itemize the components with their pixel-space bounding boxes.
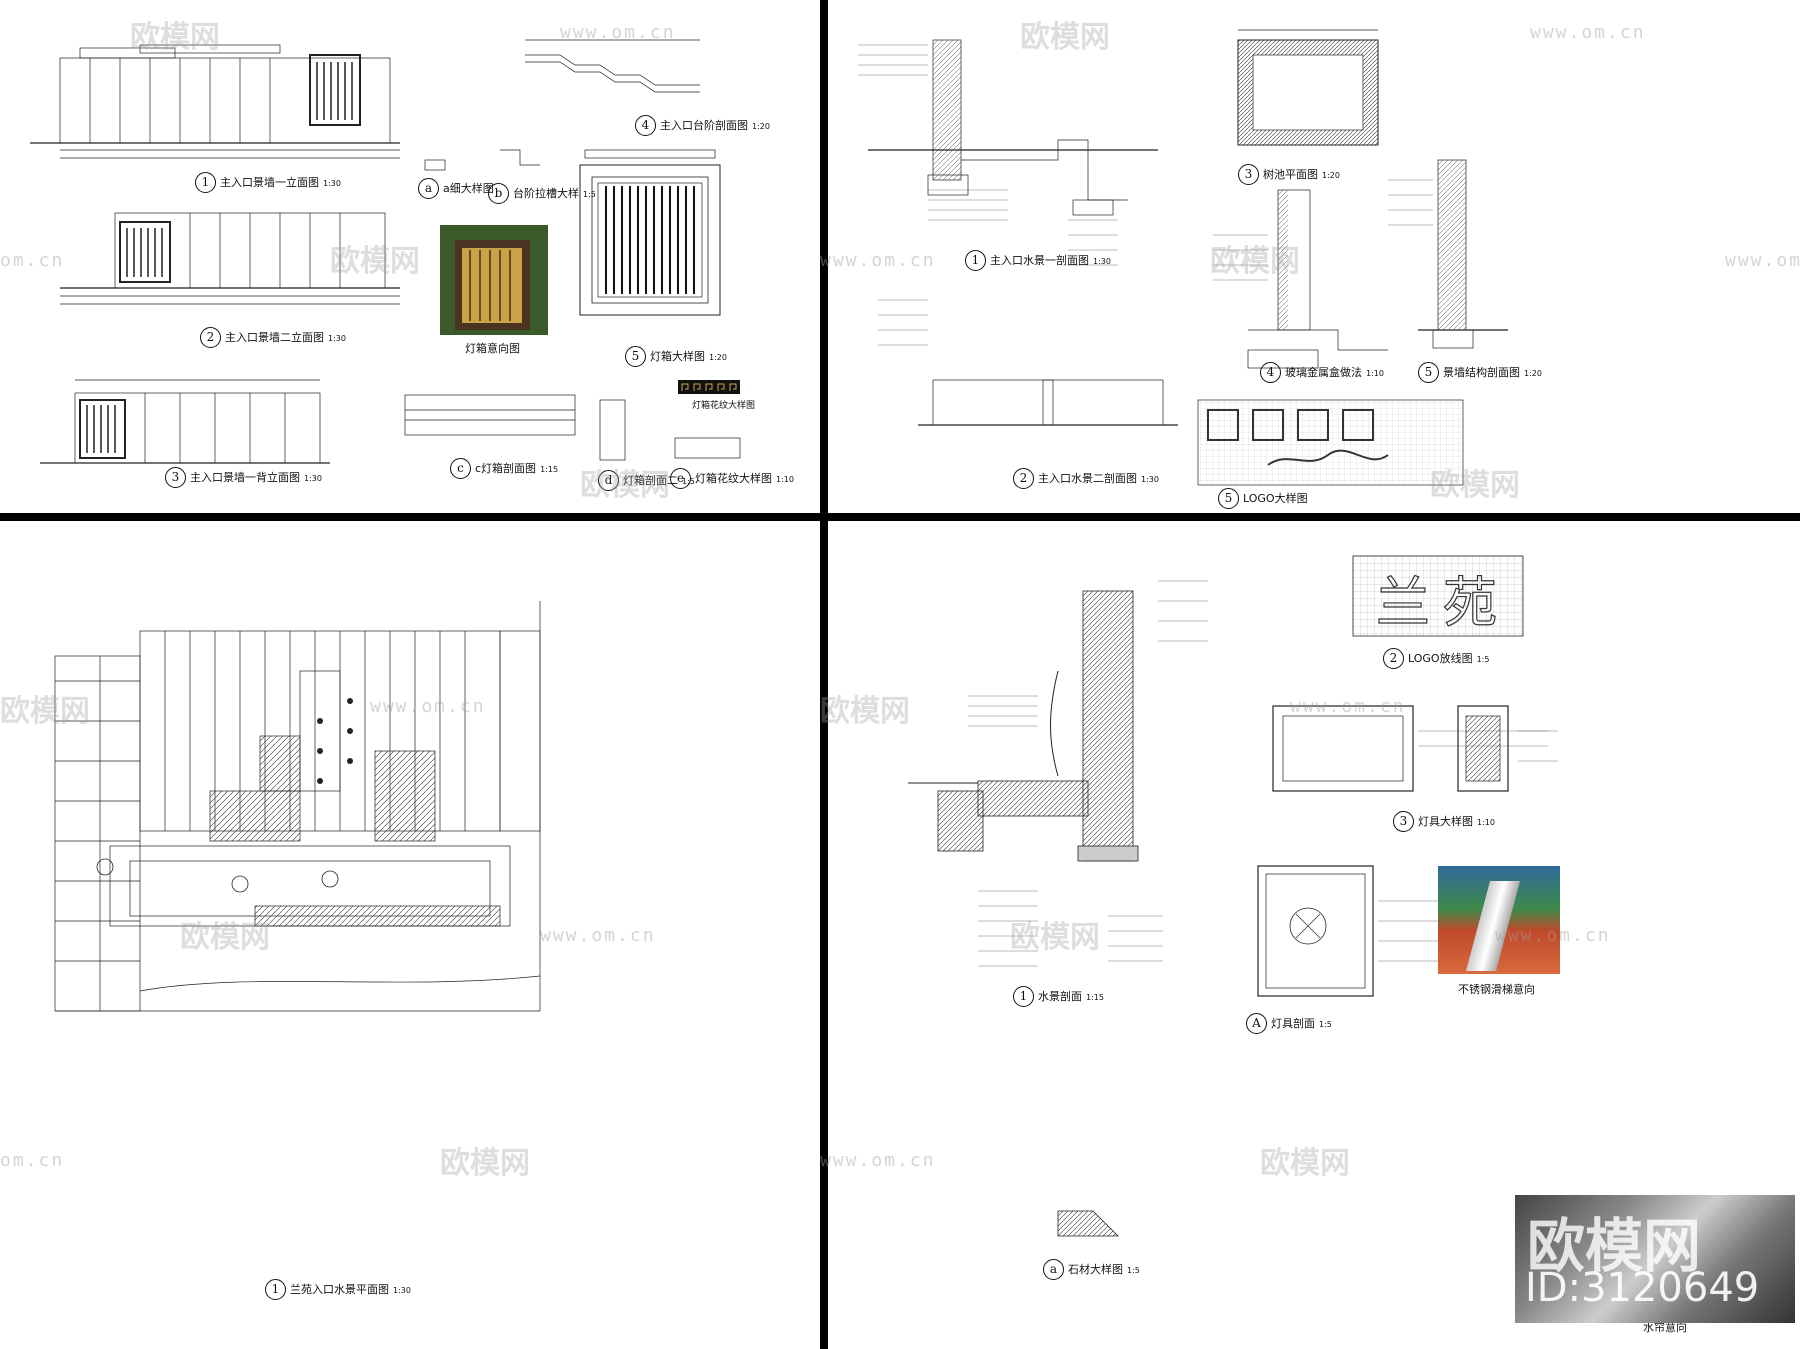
- watermark-brand-9: 欧模网: [180, 920, 270, 955]
- watermark-id-panel: 欧模网 ID:3120649: [1515, 1195, 1795, 1323]
- photo-slide: [1438, 866, 1560, 974]
- watermark-url-5: www.om.cn: [1725, 250, 1800, 271]
- watermark-url-1: www.om.cn: [560, 22, 676, 43]
- watermark-brand-3: 欧模网: [330, 244, 420, 279]
- drawing-canvas-top-left: [30, 39, 741, 464]
- watermark-brand-6: 欧模网: [1430, 468, 1520, 503]
- caption-tl-pattern: 灯箱花纹大样图: [692, 401, 756, 411]
- watermark-url-2: www.om.cn: [1530, 22, 1646, 43]
- logo-glyph-2: 苑: [1443, 571, 1497, 634]
- watermark-brand-12: 欧模网: [1260, 1146, 1350, 1181]
- watermark-url-3: om.cn: [0, 250, 65, 271]
- watermark-url-7: www.om.cn: [1290, 696, 1406, 717]
- caption-br-photo1: 不锈钢滑梯意向: [1458, 983, 1535, 996]
- watermark-url-11: www.om.cn: [820, 1150, 936, 1171]
- watermark-url-10: om.cn: [0, 1150, 65, 1171]
- watermark-brand-2: 欧模网: [1020, 20, 1110, 55]
- drawing-canvas-bottom-left: [54, 601, 541, 1012]
- watermark-brand-10: 欧模网: [1010, 920, 1100, 955]
- drawing-canvas-top-right: [858, 29, 1508, 486]
- watermark-brand-8: 欧模网: [820, 694, 910, 729]
- watermark-url-9: www.om.cn: [1495, 925, 1611, 946]
- watermark-brand-11: 欧模网: [440, 1146, 530, 1181]
- watermark-id-logo: 欧模网: [1527, 1212, 1702, 1280]
- watermark-url-6: www.om.cn: [370, 696, 486, 717]
- watermark-brand-4: 欧模网: [1210, 244, 1300, 279]
- watermark-brand-7: 欧模网: [0, 694, 90, 729]
- watermark-id-text: ID:3120649: [1525, 1265, 1760, 1311]
- drawing-canvas-bottom-right: 兰 苑: [908, 555, 1558, 1237]
- logo-glyph-1: 兰: [1376, 571, 1430, 634]
- watermark-brand-5: 欧模网: [580, 468, 670, 503]
- caption-tl-photo: 灯箱意向图: [465, 342, 520, 355]
- watermark-brand-1: 欧模网: [130, 20, 220, 55]
- watermark-url-4: www.om.cn: [820, 250, 936, 271]
- caption-br-photo2: 水帘意向: [1643, 1321, 1687, 1334]
- watermark-url-8: www.om.cn: [540, 925, 656, 946]
